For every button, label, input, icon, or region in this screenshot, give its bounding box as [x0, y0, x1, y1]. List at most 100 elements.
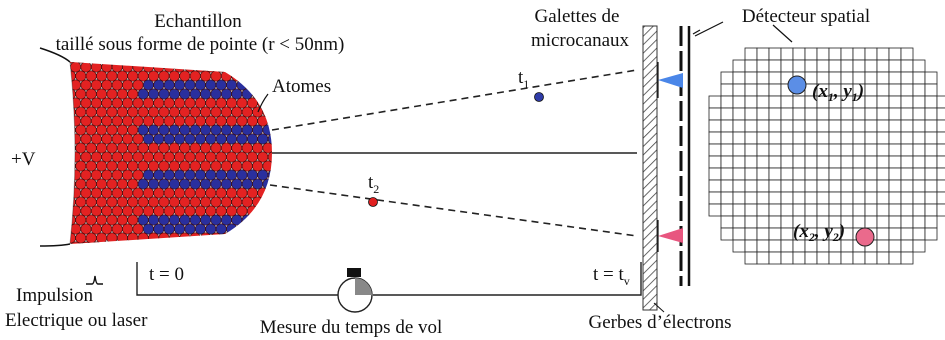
- atom-red: [127, 196, 139, 208]
- atom-blue: [189, 124, 201, 136]
- pulse-type-label: Electrique ou laser: [5, 310, 148, 331]
- detector-cell: [780, 119, 794, 133]
- atom-blue: [148, 88, 160, 100]
- atom-red: [132, 62, 144, 73]
- atom-red: [127, 106, 139, 118]
- detector-cell: [888, 83, 902, 97]
- detector-cell: [924, 155, 938, 169]
- atom-red: [215, 62, 227, 73]
- atom-red: [106, 232, 118, 244]
- detector-cell: [756, 59, 770, 73]
- atom-blue: [148, 124, 160, 136]
- atom-red: [127, 232, 139, 244]
- atom-red: [127, 142, 139, 154]
- atom-blue: [200, 214, 212, 226]
- atom-red: [90, 241, 102, 244]
- detector-cell: [708, 95, 722, 109]
- detector-cell: [864, 47, 878, 61]
- atom-red: [267, 62, 272, 73]
- detector-cell: [912, 107, 926, 121]
- atom-red: [111, 79, 123, 91]
- atom-blue: [163, 79, 175, 91]
- detector-cell: [900, 47, 914, 61]
- atom-red: [85, 124, 97, 136]
- detector-cell: [744, 215, 758, 229]
- detector-cell: [876, 191, 890, 205]
- atom-red: [142, 62, 154, 73]
- atom-red: [168, 196, 180, 208]
- atom-red: [85, 178, 97, 190]
- detector-cell: [804, 203, 818, 217]
- detector-cell: [768, 227, 782, 241]
- atom-red: [257, 241, 269, 244]
- detector-cell: [876, 167, 890, 181]
- atom-red: [101, 223, 113, 235]
- detector-cell: [768, 179, 782, 193]
- atom-blue: [215, 169, 227, 181]
- detector-cell: [900, 215, 914, 229]
- detector-cell: [744, 143, 758, 157]
- detector-cell: [900, 95, 914, 109]
- detector-cell: [708, 179, 722, 193]
- mcp-pointer-head: [692, 29, 701, 35]
- detector-cell: [792, 107, 806, 121]
- atom-red: [106, 124, 118, 136]
- atom-red: [220, 160, 232, 172]
- atom-red: [267, 151, 272, 163]
- detector-cell: [828, 203, 842, 217]
- atom-red: [163, 241, 175, 244]
- atom-red: [200, 142, 212, 154]
- atom-red: [226, 62, 238, 73]
- detector-cell: [828, 167, 842, 181]
- detector-cell: [816, 107, 830, 121]
- atom-red: [80, 97, 92, 109]
- detector-cell: [720, 203, 734, 217]
- atom-red: [226, 115, 238, 127]
- detector-cell: [840, 59, 854, 73]
- atom-red: [101, 133, 113, 145]
- hit-spot-2: [855, 227, 875, 247]
- atom-blue: [200, 124, 212, 136]
- detector-cell: [768, 83, 782, 97]
- atom-blue: [252, 178, 264, 190]
- electron-shower-1: [658, 73, 683, 88]
- detector-cell: [864, 251, 878, 265]
- tip-shank: [69, 61, 76, 245]
- detector-cell: [924, 191, 938, 205]
- atom-red: [116, 70, 128, 82]
- atom-red: [241, 232, 253, 244]
- atom-red: [257, 115, 269, 127]
- voltage-label: +V: [11, 149, 36, 170]
- atom-blue: [252, 88, 264, 100]
- atom-red: [122, 79, 134, 91]
- flight-path-1: [271, 69, 638, 131]
- detector-cell: [876, 107, 890, 121]
- atom-red: [158, 70, 170, 82]
- atom-red: [80, 205, 92, 217]
- detector-cell: [804, 167, 818, 181]
- atom-red: [168, 142, 180, 154]
- t-v-label: t = tv: [593, 264, 630, 288]
- atom-red: [174, 97, 186, 109]
- detector-cell: [708, 107, 722, 121]
- detector-cell: [876, 59, 890, 73]
- detector-cell: [900, 251, 914, 265]
- detector-cell: [708, 203, 722, 217]
- atom-red: [168, 106, 180, 118]
- detector-cell: [828, 59, 842, 73]
- detector-cell: [888, 215, 902, 229]
- atom-blue: [148, 214, 160, 226]
- atom-red: [101, 187, 113, 199]
- electron-shower-2: [658, 228, 683, 243]
- atom-red: [179, 142, 191, 154]
- atom-red: [184, 187, 196, 199]
- detector-cell: [708, 119, 722, 133]
- atom-red: [174, 205, 186, 217]
- detector-cell: [888, 203, 902, 217]
- detector-cell: [816, 251, 830, 265]
- atom-red: [163, 151, 175, 163]
- detector-cell: [888, 155, 902, 169]
- atom-blue: [236, 79, 248, 91]
- detector-cell: [756, 155, 770, 169]
- detector-cell: [780, 191, 794, 205]
